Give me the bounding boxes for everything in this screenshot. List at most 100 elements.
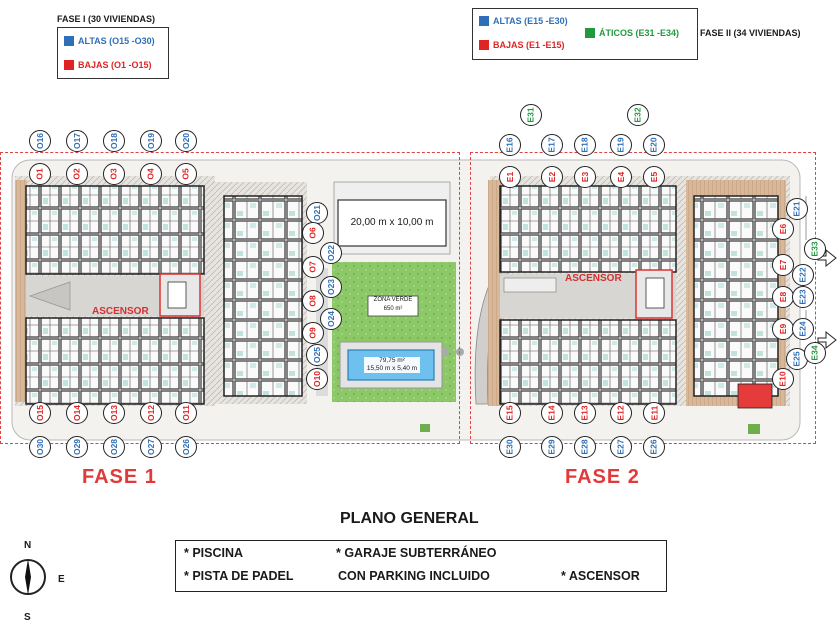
unit-marker: O23 [320, 276, 342, 298]
legend-altas-phase1-label: ALTAS (O15 -O30) [78, 36, 155, 46]
compass-south: S [24, 612, 31, 623]
unit-marker: E27 [610, 436, 632, 458]
unit-marker: E18 [574, 134, 596, 156]
unit-marker: O26 [175, 436, 197, 458]
unit-marker: E15 [499, 402, 521, 424]
unit-marker: E6 [772, 218, 794, 240]
altas-swatch [479, 16, 489, 26]
unit-marker: O3 [103, 163, 125, 185]
unit-marker: O2 [66, 163, 88, 185]
unit-marker: O11 [175, 402, 197, 424]
compass-north: N [24, 540, 32, 551]
unit-marker: E13 [574, 402, 596, 424]
unit-marker: E5 [643, 166, 665, 188]
amenity-padel: * PISTA DE PADEL [184, 569, 294, 583]
unit-marker: E21 [786, 198, 808, 220]
pool-dims: 15,50 m x 5,40 m [366, 365, 418, 372]
elevator-label-phase1: ASCENSOR [92, 306, 149, 317]
unit-marker: E8 [772, 286, 794, 308]
unit-marker: O10 [306, 368, 328, 390]
unit-marker: O21 [306, 202, 328, 224]
pool-area: 79,75 m² [379, 357, 405, 364]
unit-marker: E3 [574, 166, 596, 188]
legend-altas-phase2: ALTAS (E15 -E30) [479, 16, 568, 26]
legend-phase1-box: ALTAS (O15 -O30) BAJAS (O1 -O15) [57, 27, 169, 79]
unit-marker: O29 [66, 436, 88, 458]
unit-marker: E17 [541, 134, 563, 156]
unit-marker: E29 [541, 436, 563, 458]
unit-marker-atico: E31 [520, 104, 542, 126]
compass-east: E [58, 574, 65, 585]
unit-marker: O16 [29, 130, 51, 152]
legend-altas-phase2-label: ALTAS (E15 -E30) [493, 16, 568, 26]
plan-title: PLANO GENERAL [340, 510, 479, 527]
legend-phase2-title: FASE II (34 VIVIENDAS) [700, 28, 801, 38]
legend-bajas-phase2-label: BAJAS (E1 -E15) [493, 40, 565, 50]
unit-marker: E30 [499, 436, 521, 458]
unit-marker: O13 [103, 402, 125, 424]
unit-marker: O27 [140, 436, 162, 458]
unit-marker: O7 [302, 256, 324, 278]
unit-marker: E12 [610, 402, 632, 424]
unit-marker: E9 [772, 318, 794, 340]
unit-marker: O25 [306, 344, 328, 366]
unit-marker: E19 [610, 134, 632, 156]
legend-aticos: ÁTICOS (E31 -E34) [585, 28, 679, 38]
unit-marker: O6 [302, 222, 324, 244]
unit-marker: E2 [541, 166, 563, 188]
phase1-frame [0, 152, 460, 444]
legend-bajas-phase1: BAJAS (O1 -O15) [64, 60, 152, 70]
bajas-swatch [64, 60, 74, 70]
unit-marker: O5 [175, 163, 197, 185]
legend-bajas-phase1-label: BAJAS (O1 -O15) [78, 60, 152, 70]
unit-marker: O12 [140, 402, 162, 424]
unit-marker: O24 [320, 308, 342, 330]
unit-marker: E1 [499, 166, 521, 188]
elevator-label-phase2: ASCENSOR [565, 273, 622, 284]
legend-altas-phase1: ALTAS (O15 -O30) [64, 36, 155, 46]
unit-marker: E28 [574, 436, 596, 458]
unit-marker: E20 [643, 134, 665, 156]
unit-marker: O14 [66, 402, 88, 424]
legend-aticos-label: ÁTICOS (E31 -E34) [599, 28, 680, 38]
unit-marker: O20 [175, 130, 197, 152]
unit-marker-atico: E33 [804, 238, 826, 260]
padel-court-label: 20,00 m x 10,00 m [350, 217, 434, 228]
unit-marker: E10 [772, 368, 794, 390]
unit-marker: E23 [792, 286, 814, 308]
unit-marker: O22 [320, 242, 342, 264]
phase2-frame [470, 152, 816, 444]
unit-marker: E7 [772, 254, 794, 276]
unit-marker: E4 [610, 166, 632, 188]
unit-marker: O19 [140, 130, 162, 152]
bajas-swatch [479, 40, 489, 50]
amenities-box: * PISCINA * PISTA DE PADEL * GARAJE SUBT… [175, 540, 667, 592]
unit-marker: O15 [29, 402, 51, 424]
unit-marker: E14 [541, 402, 563, 424]
unit-marker-atico: E32 [627, 104, 649, 126]
amenity-garaje-parking: CON PARKING INCLUIDO [338, 569, 490, 583]
unit-marker: O8 [302, 290, 324, 312]
amenity-ascensor: * ASCENSOR [561, 569, 640, 583]
altas-swatch [64, 36, 74, 46]
phase2-label: FASE 2 [565, 466, 640, 488]
aticos-swatch [585, 28, 595, 38]
unit-marker: E16 [499, 134, 521, 156]
unit-marker: O4 [140, 163, 162, 185]
green-zone-area: 650 m² [383, 306, 403, 312]
legend-phase2-box: ALTAS (E15 -E30) ÁTICOS (E31 -E34) BAJAS… [472, 8, 698, 60]
legend-bajas-phase2: BAJAS (E1 -E15) [479, 40, 565, 50]
amenity-garaje: * GARAJE SUBTERRÁNEO [336, 546, 497, 560]
unit-marker: O9 [302, 322, 324, 344]
unit-marker: O18 [103, 130, 125, 152]
unit-marker: E22 [792, 264, 814, 286]
unit-marker: O17 [66, 130, 88, 152]
unit-marker: E24 [792, 318, 814, 340]
green-zone-label: ZONA VERDE [373, 297, 413, 303]
phase1-label: FASE 1 [82, 466, 157, 488]
unit-marker: O28 [103, 436, 125, 458]
compass-icon [8, 555, 48, 599]
unit-marker: O1 [29, 163, 51, 185]
unit-marker: E26 [643, 436, 665, 458]
